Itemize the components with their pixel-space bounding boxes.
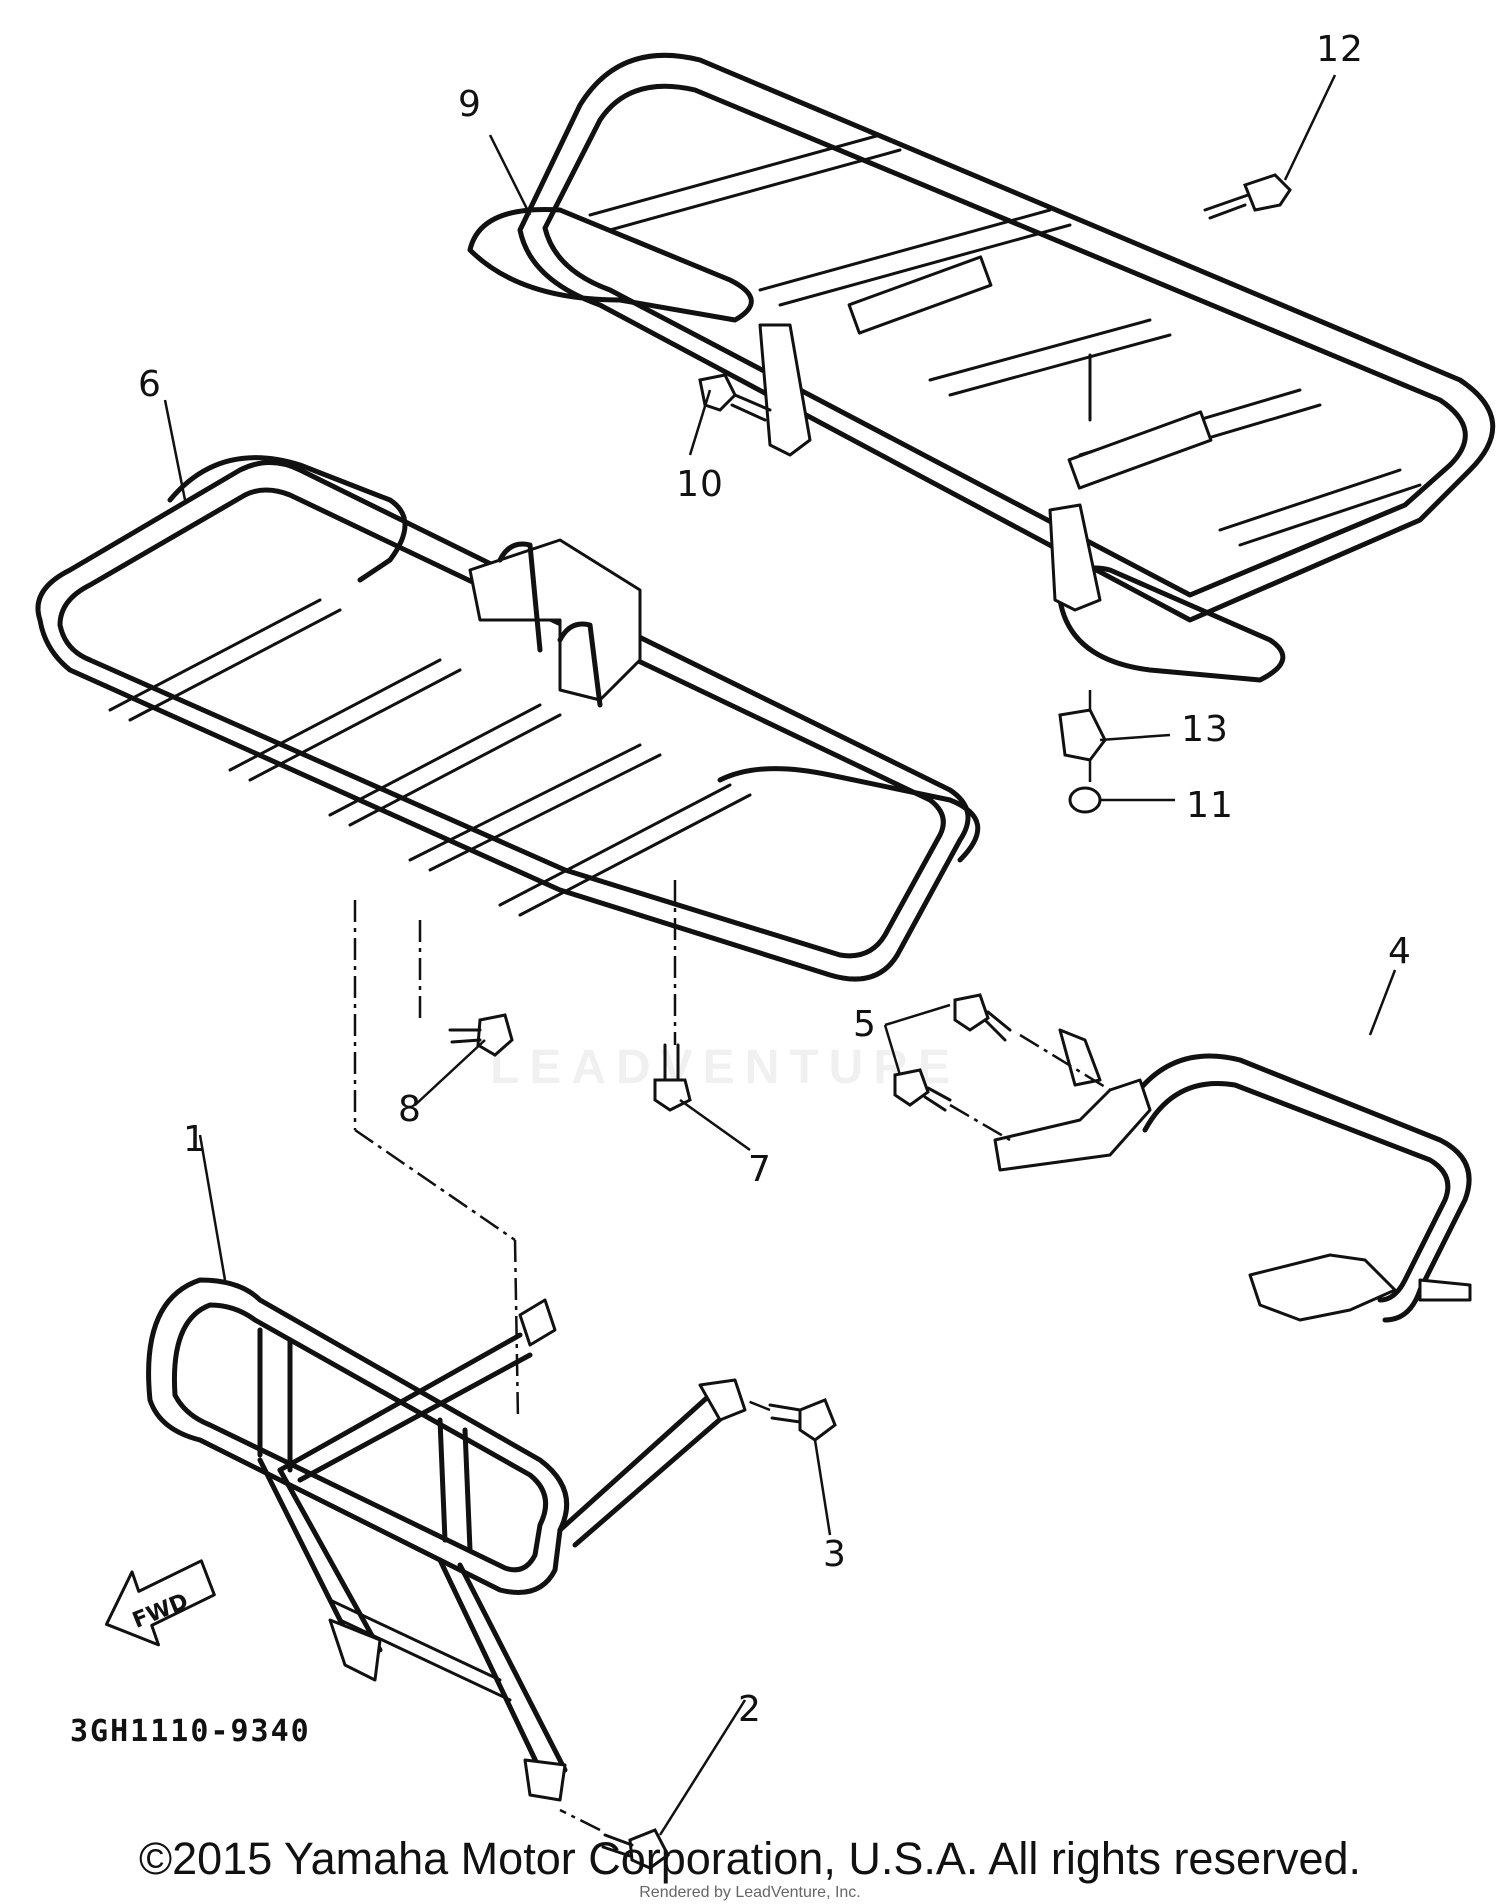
callout-11: 11 [1186,785,1234,826]
bolt-5-lower [893,1068,952,1112]
clip-13 [1058,708,1107,762]
leader-lines [163,74,1397,1836]
bolt-5-upper [953,993,1012,1042]
callout-5: 5 [853,1004,877,1045]
bolt-8 [448,1013,514,1057]
bolt-3 [768,1398,837,1442]
front-guard-part-1 [146,1277,747,1802]
callout-6: 6 [138,364,162,405]
callout-3: 3 [823,1534,847,1575]
callout-13: 13 [1181,709,1229,750]
callout-1: 1 [183,1119,207,1160]
copyright-notice: ©2015 Yamaha Motor Corporation, U.S.A. A… [138,1833,1362,1884]
callout-2: 2 [738,1689,762,1730]
callout-12: 12 [1316,29,1364,70]
callout-4: 4 [1388,931,1412,972]
rear-guard-part-4 [993,1028,1472,1323]
bolt-12 [1203,173,1292,220]
forward-arrow-icon: FWD [104,1559,216,1647]
callout-9: 9 [458,84,482,125]
callout-10: 10 [676,464,724,505]
leadventure-watermark: LEADVENTURE [490,1041,961,1094]
collar-11 [1068,786,1102,814]
callout-7: 7 [748,1149,772,1190]
rear-carrier-part-9 [467,52,1496,683]
bolt-10 [698,373,772,422]
drawing-code: 3GH1110-9340 [70,1714,311,1749]
fasteners [448,173,1292,1870]
callout-8: 8 [398,1089,422,1130]
rendered-by-credit: Rendered by LeadVenture, Inc. [639,1884,861,1901]
bolt-7 [653,1043,692,1112]
bolt-2 [601,1828,670,1870]
front-carrier-part-6 [35,455,981,982]
